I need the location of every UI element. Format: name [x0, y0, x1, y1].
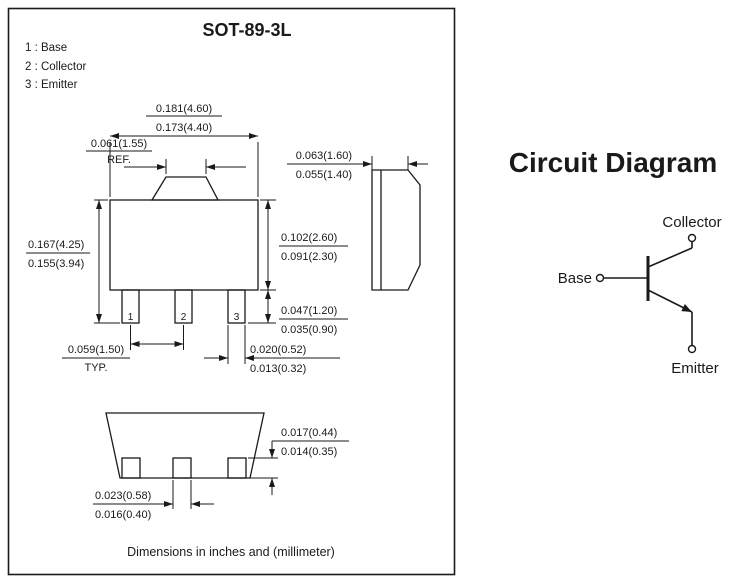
dim-lead-length-max: 0.047(1.20) — [281, 305, 337, 317]
dim-lead-pitch-value: 0.059(1.50) — [68, 344, 124, 356]
side-view: 0.063(1.60) 0.055(1.40) — [287, 150, 428, 291]
dim-body-width-max: 0.181(4.60) — [156, 103, 212, 115]
dim-body-height-min: 0.091(2.30) — [281, 251, 337, 263]
dim-overall-height-min: 0.155(3.94) — [28, 258, 84, 270]
dim-pad-height-max: 0.017(0.44) — [281, 427, 337, 439]
pin-number-2: 2 — [181, 312, 187, 323]
bottom-view: 0.017(0.44) 0.014(0.35) 0.023(0.58) 0.01… — [93, 412, 349, 521]
pad-1-outline — [121, 457, 141, 479]
base-label: Base — [558, 270, 592, 287]
dim-lead-width-min: 0.013(0.32) — [250, 363, 306, 375]
lead-3-outline — [227, 289, 246, 324]
pin-legend-item-1: 1 : Base — [25, 42, 67, 54]
dim-lead-pitch-note: TYP. — [84, 362, 107, 374]
dim-body-width-min: 0.173(4.40) — [156, 122, 212, 134]
dim-tab-width-note: REF. — [107, 154, 131, 166]
dim-tab-width-value: 0.061(1.55) — [91, 138, 147, 150]
collector-terminal — [687, 233, 697, 243]
dim-side-thickness-min: 0.055(1.40) — [296, 169, 352, 181]
pin-legend-item-2: 2 : Collector — [25, 61, 87, 73]
lead-2-outline — [174, 289, 193, 324]
dim-pad-height-min: 0.014(0.35) — [281, 446, 337, 458]
dim-lead-length-min: 0.035(0.90) — [281, 324, 337, 336]
pin-number-3: 3 — [234, 312, 240, 323]
pin-legend-item-3: 3 : Emitter — [25, 79, 78, 91]
side-profile-outline — [371, 169, 421, 291]
pin-number-1: 1 — [128, 312, 134, 323]
lead-1-outline — [121, 289, 140, 324]
emitter-label: Emitter — [671, 360, 719, 377]
collector-label: Collector — [662, 214, 721, 231]
bottom-outline — [105, 412, 265, 479]
front-view: 1 2 3 0.181(4.60) 0.173(4.40) 0.061(1.55… — [26, 103, 348, 375]
pad-2-outline — [172, 457, 192, 479]
emitter-terminal — [687, 344, 697, 354]
dim-lead-width-max: 0.020(0.52) — [250, 344, 306, 356]
package-tab-outline — [150, 176, 220, 201]
dim-side-thickness-max: 0.063(1.60) — [296, 150, 352, 162]
footer-note: Dimensions in inches and (millimeter) — [127, 545, 335, 559]
circuit-diagram: Circuit Diagram Collector Base Emitter — [509, 147, 722, 377]
emitter-wire — [647, 289, 693, 313]
dim-pad-width-min: 0.016(0.40) — [95, 509, 151, 521]
dim-pad-width-max: 0.023(0.58) — [95, 490, 151, 502]
package-body-outline — [109, 199, 259, 291]
dim-body-height-max: 0.102(2.60) — [281, 232, 337, 244]
drawing-frame — [7, 7, 456, 576]
circuit-heading: Circuit Diagram — [509, 147, 718, 178]
pad-3-outline — [227, 457, 247, 479]
base-terminal — [595, 273, 605, 283]
collector-wire — [647, 247, 693, 268]
dim-overall-height-max: 0.167(4.25) — [28, 239, 84, 251]
package-title: SOT-89-3L — [202, 20, 291, 40]
